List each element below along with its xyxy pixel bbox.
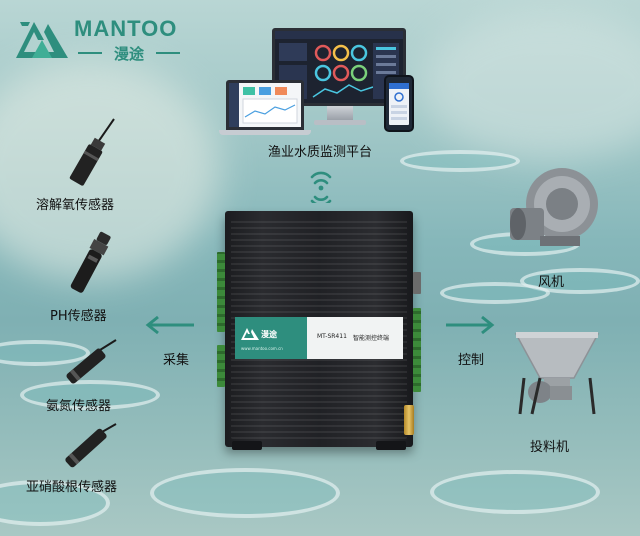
ph-sensor-icon <box>70 231 111 293</box>
fish-pen <box>440 282 550 304</box>
right-terminal-block <box>413 308 421 392</box>
antenna-connector <box>404 405 414 435</box>
right-port <box>413 272 421 294</box>
actuator-label-fan: 风机 <box>538 275 565 290</box>
mounting-foot <box>232 441 262 450</box>
mobile-phone <box>384 75 414 132</box>
fish-pen <box>0 340 90 366</box>
company-logo: MANTOO 漫途 <box>14 12 184 64</box>
laptop-dashboard-icon <box>229 83 298 127</box>
laptop-device <box>226 80 304 130</box>
logo-brand-text: MANTOO <box>74 16 178 41</box>
panel-brand-text: 漫途 <box>261 330 277 339</box>
background-haze <box>0 60 220 280</box>
monitor-stand <box>327 106 353 120</box>
actuator-label-feeder: 投料机 <box>530 440 570 455</box>
panel-logo-icon <box>241 328 259 340</box>
fish-pen <box>520 268 640 294</box>
feeder-machine-icon <box>514 332 600 415</box>
left-terminal-block <box>217 252 225 332</box>
fish-pen <box>0 480 110 526</box>
fish-pen <box>150 468 340 518</box>
laptop-keyboard-base <box>219 130 311 135</box>
left-terminal-block <box>217 345 225 387</box>
phone-app-icon <box>389 83 409 120</box>
dissolved-oxygen-sensor-icon <box>69 118 115 186</box>
sensor-label-ammonia-nitrogen: 氨氮传感器 <box>46 399 112 414</box>
sensor-label-dissolved-oxygen: 溶解氧传感器 <box>36 198 115 213</box>
collect-arrow-icon <box>145 315 194 335</box>
mounting-foot <box>376 441 406 450</box>
ammonia-nitrogen-sensor-icon <box>66 339 117 384</box>
smart-controller-terminal: 漫途 www.mantoo.com.cn MT-SR411 智能测控终端 <box>225 211 413 447</box>
controller-name: 智能测控终端 <box>353 335 390 342</box>
control-label: 控制 <box>458 353 485 368</box>
sensor-label-nitrite: 亚硝酸根传感器 <box>26 480 118 495</box>
fish-pen <box>430 470 600 514</box>
platform-label: 渔业水质监测平台 <box>268 145 373 160</box>
monitor-base <box>314 120 366 125</box>
fish-pen <box>400 150 520 172</box>
background-haze <box>420 10 640 160</box>
panel-website: www.mantoo.com.cn <box>241 346 283 351</box>
fish-pen <box>20 380 160 410</box>
nitrite-sensor-icon <box>65 423 117 468</box>
mountain-logo-icon <box>16 22 68 58</box>
control-arrow-icon <box>446 315 495 335</box>
phone-screen <box>389 83 409 125</box>
panel-brand-area: 漫途 www.mantoo.com.cn <box>235 317 307 359</box>
controller-front-panel: 漫途 www.mantoo.com.cn MT-SR411 智能测控终端 <box>235 317 403 359</box>
sensor-label-ph: PH传感器 <box>50 309 107 324</box>
logo-brand-chinese: 漫途 <box>74 43 184 64</box>
blower-fan-icon <box>510 168 598 246</box>
collect-label: 采集 <box>163 353 190 368</box>
wireless-signal-icon <box>310 171 332 203</box>
controller-model: MT-SR411 <box>317 333 347 340</box>
